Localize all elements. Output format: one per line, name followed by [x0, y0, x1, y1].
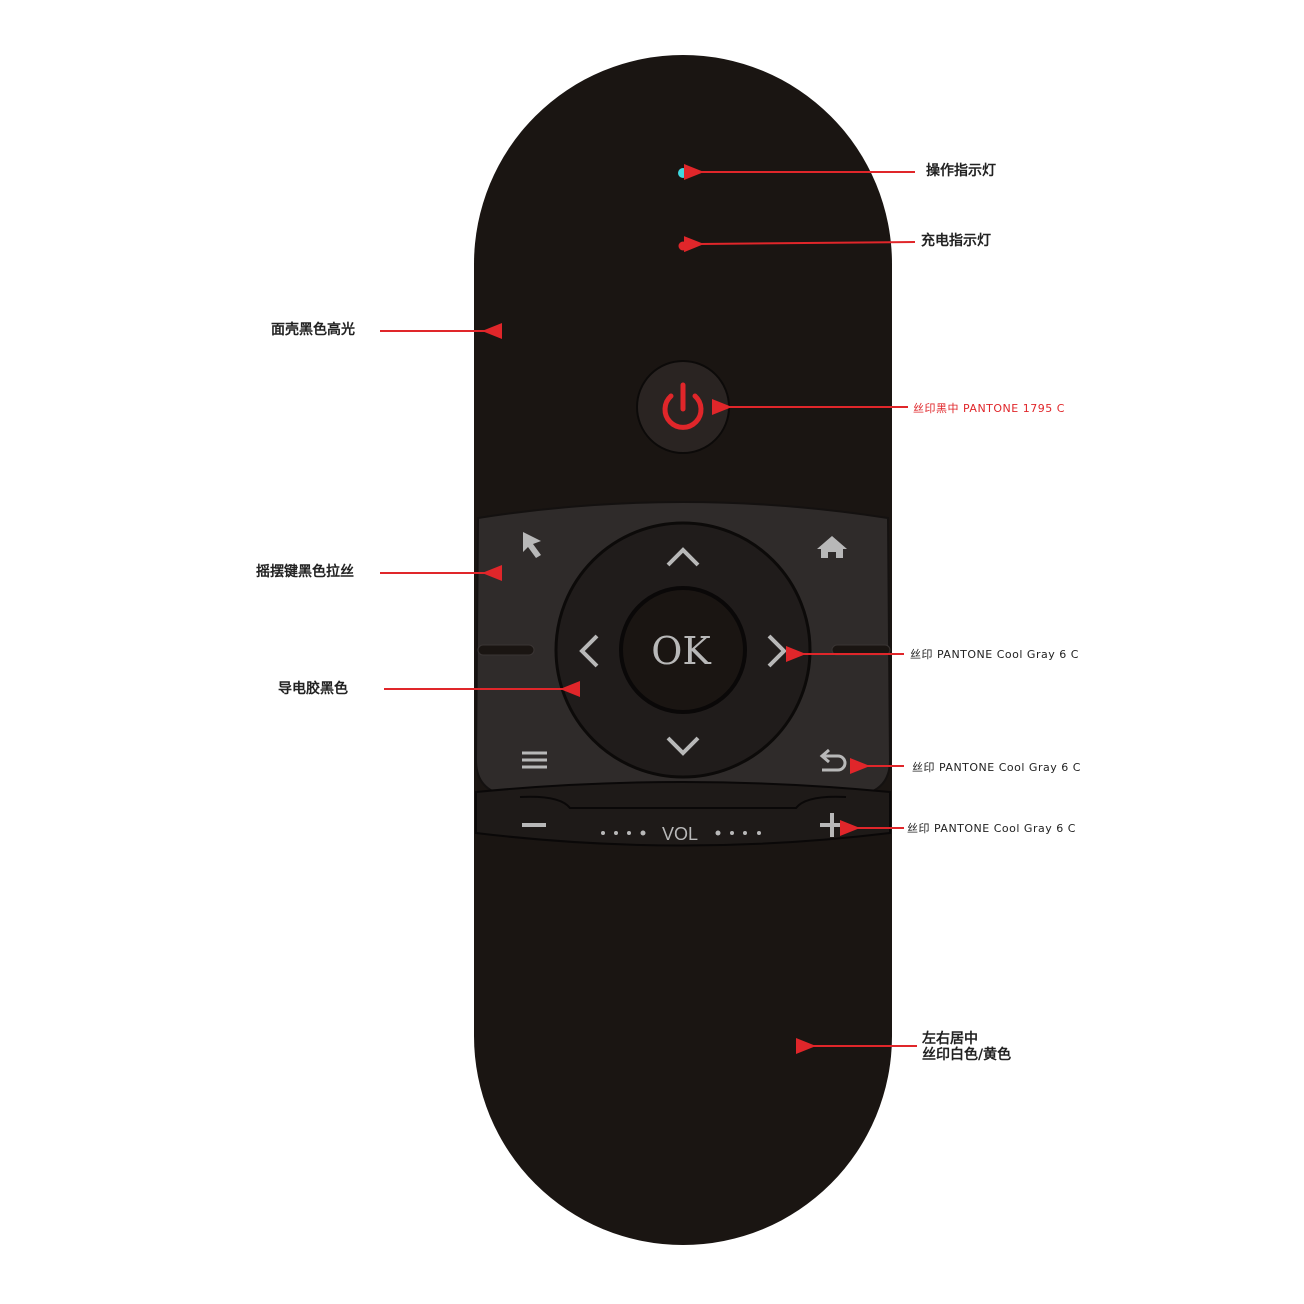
vol-dots-left	[601, 830, 646, 836]
vol-label: VOL	[662, 824, 698, 844]
pointer-icon	[523, 532, 541, 558]
label-face-shell: 面壳黑色高光	[271, 322, 355, 338]
pointer-button[interactable]	[523, 532, 541, 558]
ok-button[interactable]: OK	[619, 586, 747, 714]
home-button[interactable]	[817, 536, 847, 558]
charge-led	[678, 241, 688, 251]
label-conductive-rubber: 导电胶黑色	[278, 681, 348, 697]
label-rocker-keys: 摇摆键黑色拉丝	[256, 564, 354, 580]
home-icon	[817, 536, 847, 558]
up-button[interactable]	[666, 547, 700, 567]
down-button[interactable]	[666, 736, 700, 756]
right-button[interactable]	[767, 634, 787, 668]
left-arrow-icon	[579, 634, 599, 668]
left-button[interactable]	[579, 634, 599, 668]
label-bottom-print-line2: 丝印白色/黄色	[922, 1047, 1012, 1063]
label-right-arrow-print: 丝印 PANTONE Cool Gray 6 C	[910, 648, 1079, 661]
power-button[interactable]	[636, 360, 730, 454]
back-icon	[819, 748, 847, 772]
operation-led	[678, 168, 688, 178]
label-bottom-print-line1: 左右居中	[922, 1031, 978, 1047]
ok-label: OK	[651, 629, 711, 673]
volume-bar	[475, 781, 891, 847]
right-arrow-icon	[767, 634, 787, 668]
menu-button[interactable]	[522, 751, 547, 769]
down-arrow-icon	[666, 736, 700, 756]
power-icon	[662, 382, 704, 430]
up-arrow-icon	[666, 547, 700, 567]
arrow-charge	[683, 236, 916, 253]
label-bottom-print: 左右居中 丝印白色/黄色	[922, 1031, 1011, 1063]
label-vol-plus-print: 丝印 PANTONE Cool Gray 6 C	[907, 822, 1076, 835]
left-slit	[477, 644, 535, 656]
vol-dots-right	[715, 830, 761, 836]
label-charge-indicator: 充电指示灯	[921, 233, 991, 249]
label-power-print: 丝印黑中 PANTONE 1795 C	[913, 402, 1065, 415]
volume-bar-groove	[519, 795, 847, 809]
label-operation-indicator: 操作指示灯	[926, 163, 996, 179]
menu-icon	[522, 751, 547, 769]
back-button[interactable]	[819, 748, 847, 772]
label-back-print: 丝印 PANTONE Cool Gray 6 C	[912, 761, 1081, 774]
